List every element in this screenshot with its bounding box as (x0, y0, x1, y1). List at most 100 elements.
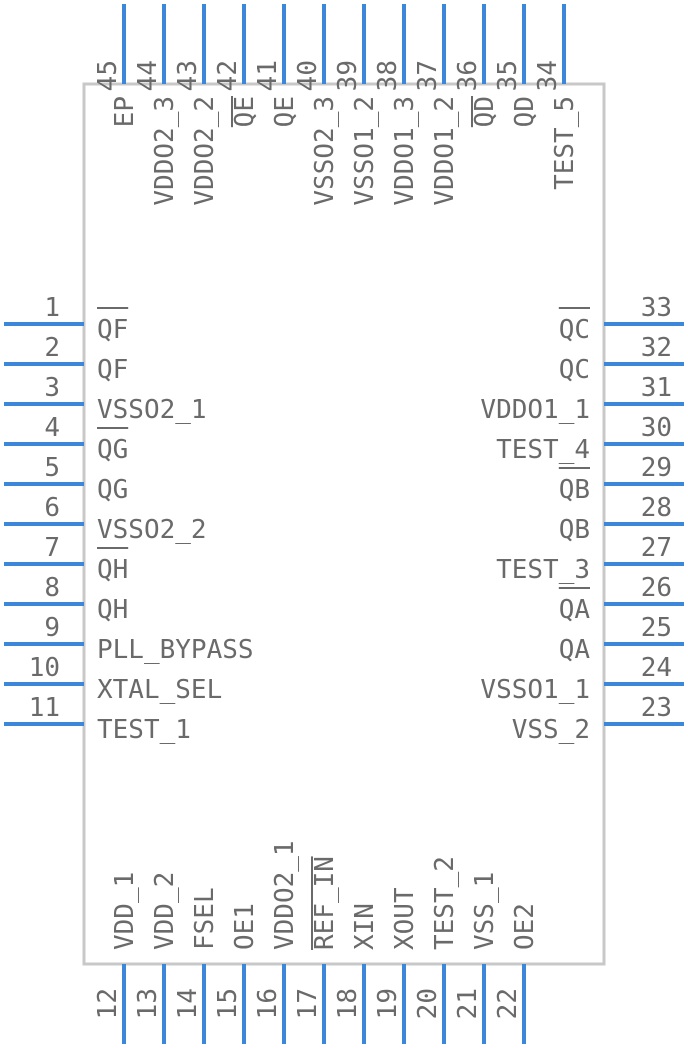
pin-number: 8 (44, 573, 60, 603)
pin-number: 41 (253, 60, 283, 91)
pin-label: QG (97, 475, 128, 505)
pin-number: 25 (641, 613, 672, 643)
pin-label: QD (510, 96, 540, 127)
pin-number: 34 (533, 60, 563, 91)
pin-number: 42 (213, 60, 243, 91)
pin-number: 39 (333, 60, 363, 91)
pin-label: XOUT (390, 887, 420, 950)
pin-label: VSSO2_1 (97, 395, 207, 425)
pin-label: FSEL (190, 887, 220, 950)
pin-number: 44 (133, 60, 163, 91)
pin-label: XTAL_SEL (97, 675, 222, 705)
pin-number: 14 (173, 988, 203, 1019)
pin-number: 40 (293, 60, 323, 91)
pin-label: QA (559, 635, 591, 665)
pin-number: 5 (44, 453, 60, 483)
pin-number: 24 (641, 653, 672, 683)
pin-label: QC (559, 355, 590, 385)
pin-number: 45 (93, 60, 123, 91)
pin-label: TEST_2 (430, 856, 460, 950)
pin-label: QF (97, 315, 128, 345)
pin-number: 30 (641, 413, 672, 443)
pin-label: VDDO2_2 (190, 96, 220, 206)
pin-number: 29 (641, 453, 672, 483)
pin-label: OE1 (230, 903, 260, 950)
pin-label: REF_IN (310, 856, 340, 950)
pin-label: VSSO2_3 (310, 96, 340, 206)
pin-label: VSSO2_2 (97, 515, 207, 545)
pin-label: QG (97, 435, 128, 465)
pin-label: QD (470, 96, 500, 127)
pin-number: 35 (493, 60, 523, 91)
pin-label: QH (97, 595, 128, 625)
pin-number: 6 (44, 493, 60, 523)
pin-number: 22 (493, 988, 523, 1019)
pin-8: 8QH (4, 573, 128, 625)
pin-label: TEST_1 (97, 715, 191, 745)
pin-2: 2QF (4, 333, 128, 385)
pin-label: QB (559, 515, 590, 545)
pin-number: 27 (641, 533, 672, 563)
pin-number: 20 (413, 988, 443, 1019)
pin-label: VDDO2_3 (150, 96, 180, 206)
pin-number: 37 (413, 60, 443, 91)
pin-number: 31 (641, 373, 672, 403)
pin-label: VDD_1 (110, 872, 140, 950)
pin-1: 1QF (4, 293, 128, 345)
pin-number: 23 (641, 693, 672, 723)
pin-label: VDDO2_1 (270, 840, 300, 950)
pin-label: VDDO1_2 (430, 96, 460, 206)
pin-number: 2 (44, 333, 60, 363)
pin-number: 4 (44, 413, 60, 443)
pins-group: 1QF2QF3VSSO2_14QG5QG6VSSO2_27QH8QH9PLL_B… (4, 4, 684, 1044)
pin-label: QC (559, 315, 590, 345)
pin-20: 20 TEST_2 (413, 856, 460, 1044)
pin-number: 3 (44, 373, 60, 403)
pin-number: 43 (173, 60, 203, 91)
pin-label: PLL_BYPASS (97, 635, 254, 665)
pin-label: EP (110, 96, 140, 127)
pin-label: VDDO1_1 (480, 395, 590, 425)
pin-label: QH (97, 555, 128, 585)
pin-5: 5QG (4, 453, 128, 505)
pin-label: QE (230, 96, 260, 127)
pin-number: 13 (133, 988, 163, 1019)
pin-16: 16 VDDO2_1 (253, 840, 300, 1044)
pin-number: 16 (253, 988, 283, 1019)
pin-label: VSS_2 (512, 715, 590, 745)
pin-label: TEST_3 (496, 555, 590, 585)
pin-label: QF (97, 355, 128, 385)
pin-label: TEST_4 (496, 435, 590, 465)
pin-number: 26 (641, 573, 672, 603)
pin-number: 9 (44, 613, 60, 643)
pin-label: VSSO1_1 (480, 675, 590, 705)
pin-label: QB (559, 475, 590, 505)
